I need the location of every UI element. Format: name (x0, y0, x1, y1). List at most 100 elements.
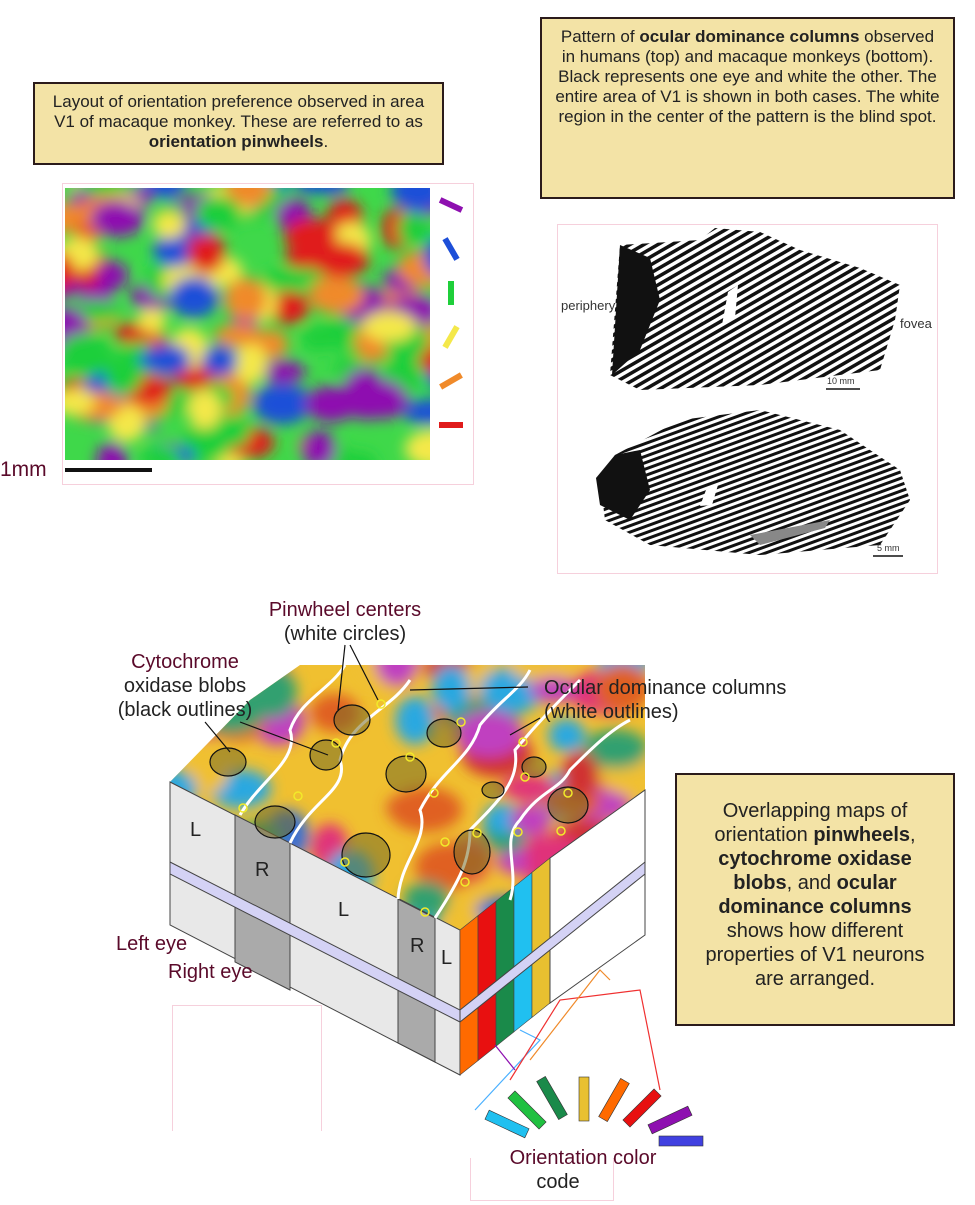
column-label-l: L (338, 899, 350, 921)
orientation-stripe (495, 886, 515, 1047)
caption-bold: ocular dominance columns (639, 27, 860, 46)
empty-frame (172, 1005, 322, 1131)
blob (426, 718, 462, 748)
blob (333, 704, 371, 736)
orientation-color-bar (598, 1078, 630, 1122)
od-caption: Pattern of ocular dominance columns obse… (540, 17, 955, 199)
orientation-stripe (513, 871, 533, 1033)
orientation-color-bar (484, 1109, 530, 1139)
od-image-frame (557, 224, 938, 574)
left-eye-label: Left eye (116, 933, 188, 955)
right-eye-label: Right eye (168, 961, 253, 983)
blob (385, 755, 427, 793)
scale-5mm: 5 mm (877, 543, 900, 553)
pinwheel-center (376, 699, 386, 709)
orientation-color-bar (647, 1105, 693, 1135)
label-line: Cytochrome (131, 651, 239, 673)
map-patch (375, 665, 419, 687)
pinwheel-center (238, 803, 248, 813)
map-patch (509, 665, 577, 683)
blob (481, 781, 505, 799)
map-patch (594, 665, 645, 713)
orientation-color-bar (622, 1088, 662, 1128)
label-line: (white outlines) (544, 701, 679, 723)
blob (521, 756, 547, 778)
fovea-label: fovea (900, 316, 932, 331)
blob (453, 829, 491, 875)
blob (341, 832, 391, 878)
pinwheel-center (456, 717, 466, 727)
pinwheel-center (293, 791, 303, 801)
caption-text: , and (786, 872, 837, 894)
color-code-leaders (474, 969, 661, 1111)
caption-text: observed in humans (top) and macaque mon… (555, 27, 940, 126)
caption-text: shows how different properties of V1 neu… (705, 920, 925, 990)
scale-10mm: 10 mm (827, 376, 855, 386)
orientation-color-bar (507, 1090, 547, 1130)
label-line: (black outlines) (117, 699, 253, 721)
caption-bold: pinwheels (813, 824, 911, 846)
pinwheel-center (563, 788, 573, 798)
pinwheel-center (518, 737, 528, 747)
pinwheel-center (472, 828, 482, 838)
map-patch (510, 804, 552, 836)
pinwheel-center (460, 877, 470, 887)
caption-bold: cytochrome oxidase blobs (718, 848, 912, 894)
orientation-color-code (484, 1076, 704, 1147)
column-label-l: L (441, 947, 453, 969)
pinwheel-center (513, 827, 523, 837)
column-r2 (397, 898, 436, 1063)
periphery-label: periphery (561, 298, 616, 313)
pinwheel-center (340, 857, 350, 867)
orientation-stripe (531, 857, 551, 1019)
map-patch (395, 696, 436, 745)
scale-label: 1mm (0, 458, 47, 481)
pinwheel-center (331, 738, 341, 748)
label-line: code (536, 1171, 580, 1193)
caption-bold: ocular dominance columns (718, 872, 912, 918)
blob (209, 747, 247, 777)
pinwheel-center (420, 907, 430, 917)
orientation-color-bar (578, 1076, 590, 1122)
map-patch (388, 787, 463, 832)
empty-frame (470, 1158, 614, 1201)
label-line: Ocular dominance columns (544, 677, 787, 699)
annotation-arrows (204, 644, 541, 756)
column-label-r: R (410, 935, 425, 957)
caption-text: . (323, 132, 329, 151)
caption-text: Overlapping maps of orientation (714, 800, 908, 846)
orientation-color-bar (536, 1076, 568, 1120)
label-line: Orientation color (509, 1147, 657, 1169)
map-patch (561, 751, 599, 799)
pinwheel-center-circles (238, 699, 573, 917)
orientation-stripe (477, 900, 497, 1062)
pinwheel-centers-label: Pinwheel centers(white circles) (240, 598, 450, 646)
pinwheel-center (520, 772, 530, 782)
blob (547, 786, 589, 824)
label-line: (white circles) (283, 623, 407, 645)
caption-text: , (910, 824, 916, 846)
pinwheel-map-frame (62, 183, 474, 485)
od-columns-label: Ocular dominance columns(white outlines) (544, 676, 786, 724)
blob (309, 739, 343, 771)
pinwheel-center (429, 788, 439, 798)
pinwheel-center (440, 837, 450, 847)
label-line: oxidase blobs (123, 675, 247, 697)
map-patch (583, 729, 645, 769)
map-patch (548, 718, 586, 753)
blob (254, 805, 296, 839)
block-right-face (459, 789, 646, 1076)
pinwheel-caption: Layout of orientation preference observe… (33, 82, 444, 165)
cytochrome-blobs (209, 704, 589, 878)
caption-text: Layout of orientation preference observe… (52, 92, 425, 131)
summary-caption: Overlapping maps of orientation pinwheel… (675, 773, 955, 1026)
pinwheel-center (556, 826, 566, 836)
caption-text: Pattern of (560, 27, 640, 46)
column-label-r: R (255, 859, 270, 881)
orientation-color-bar (658, 1135, 704, 1147)
caption-bold: orientation pinwheels (148, 132, 324, 151)
label-line: Pinwheel centers (268, 599, 422, 621)
